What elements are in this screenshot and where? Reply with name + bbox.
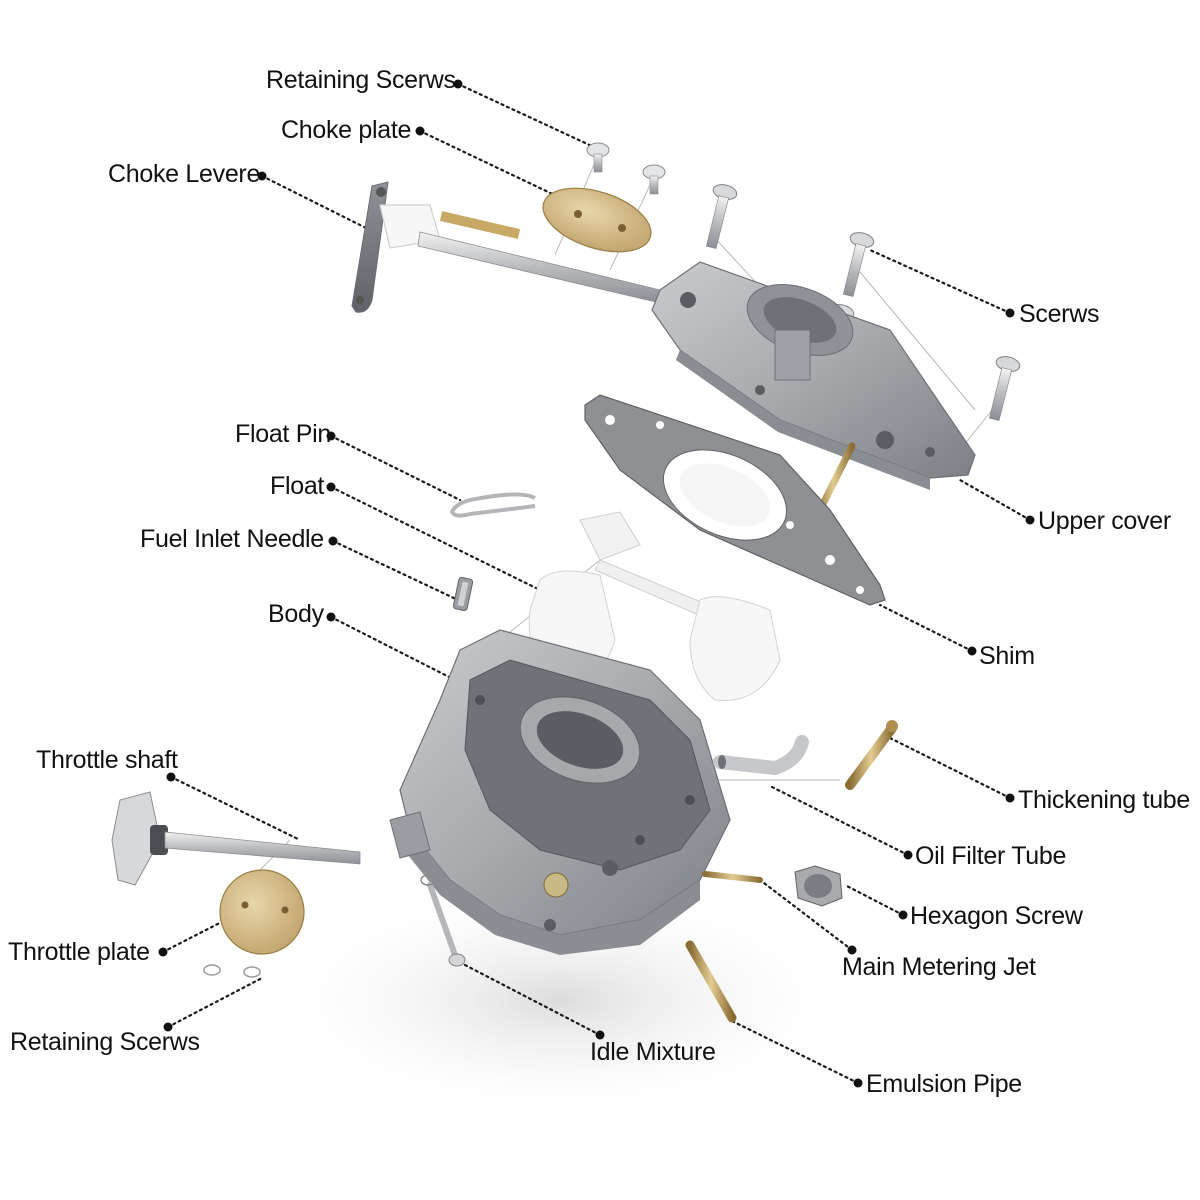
body-part [389, 629, 731, 955]
label-throttle-shaft: Throttle shaft [36, 746, 178, 774]
label-retaining-screws-bottom: Retaining Scerws [10, 1028, 200, 1056]
label-fuel-inlet-needle: Fuel Inlet Needle [140, 525, 324, 553]
leader-main-metering-jet [758, 878, 854, 952]
leader-body [329, 615, 457, 682]
label-retaining-screws-top: Retaining Scerws [266, 66, 456, 94]
leader-upper-cover [958, 478, 1032, 522]
leader-oil-filter-tube [768, 784, 910, 857]
leader-screws [868, 248, 1012, 315]
choke-plate-part [542, 187, 652, 253]
main-metering-jet-part [702, 871, 763, 883]
leader-choke-plate [418, 129, 567, 202]
floor-shadow [260, 880, 860, 1120]
label-upper-cover: Upper cover [1038, 507, 1171, 535]
leader-float-pin [329, 434, 462, 502]
label-shim: Shim [979, 642, 1035, 670]
label-oil-filter-tube: Oil Filter Tube [915, 842, 1067, 870]
label-float-pin: Float Pin [235, 420, 331, 448]
float-pin-part [449, 492, 536, 518]
leader-idle-mixture [463, 963, 602, 1037]
label-main-metering-jet: Main Metering Jet [842, 953, 1036, 981]
label-throttle-plate: Throttle plate [8, 938, 150, 966]
leader-hexagon-screw [843, 883, 905, 917]
emulsion-pipe-part [685, 940, 737, 1023]
leader-retaining-screws-top [456, 82, 598, 150]
idle-mixture-part [420, 874, 466, 967]
label-idle-mixture: Idle Mixture [590, 1038, 716, 1066]
leader-throttle-shaft [169, 775, 302, 842]
label-body: Body [268, 600, 324, 628]
leader-emulsion-pipe [728, 1018, 860, 1085]
label-thickening-tube: Thickening tube [1018, 786, 1191, 814]
leader-thickening-tube [888, 736, 1012, 800]
label-choke-plate: Choke plate [281, 116, 412, 144]
label-hexagon-screw: Hexagon Screw [910, 902, 1083, 930]
hexagon-screw-part [794, 865, 843, 907]
leader-float [329, 485, 542, 592]
label-emulsion-pipe: Emulsion Pipe [866, 1070, 1022, 1098]
leader-retaining-screws-bottom [166, 976, 264, 1029]
label-choke-lever: Choke Levere [108, 160, 261, 188]
label-float: Float [270, 472, 325, 500]
oil-filter-tube-part [713, 735, 809, 776]
leader-fuel-inlet-needle [331, 539, 460, 602]
retaining-screws-bottom-part [203, 964, 261, 978]
leader-choke-lever [260, 174, 372, 232]
upper-cover-part [651, 261, 976, 524]
leader-shim [878, 603, 974, 653]
leader-lines [161, 82, 1032, 1085]
thickening-tube-part [845, 720, 898, 790]
fuel-inlet-needle-part [452, 576, 474, 612]
shim-part [584, 391, 886, 606]
retaining-screws-top-part [586, 142, 666, 195]
throttle-shaft-part [111, 791, 361, 886]
throttle-plate-part [219, 869, 305, 955]
choke-lever-part [351, 181, 661, 313]
label-screws: Scerws [1019, 300, 1100, 328]
leader-dots [158, 79, 1035, 1088]
